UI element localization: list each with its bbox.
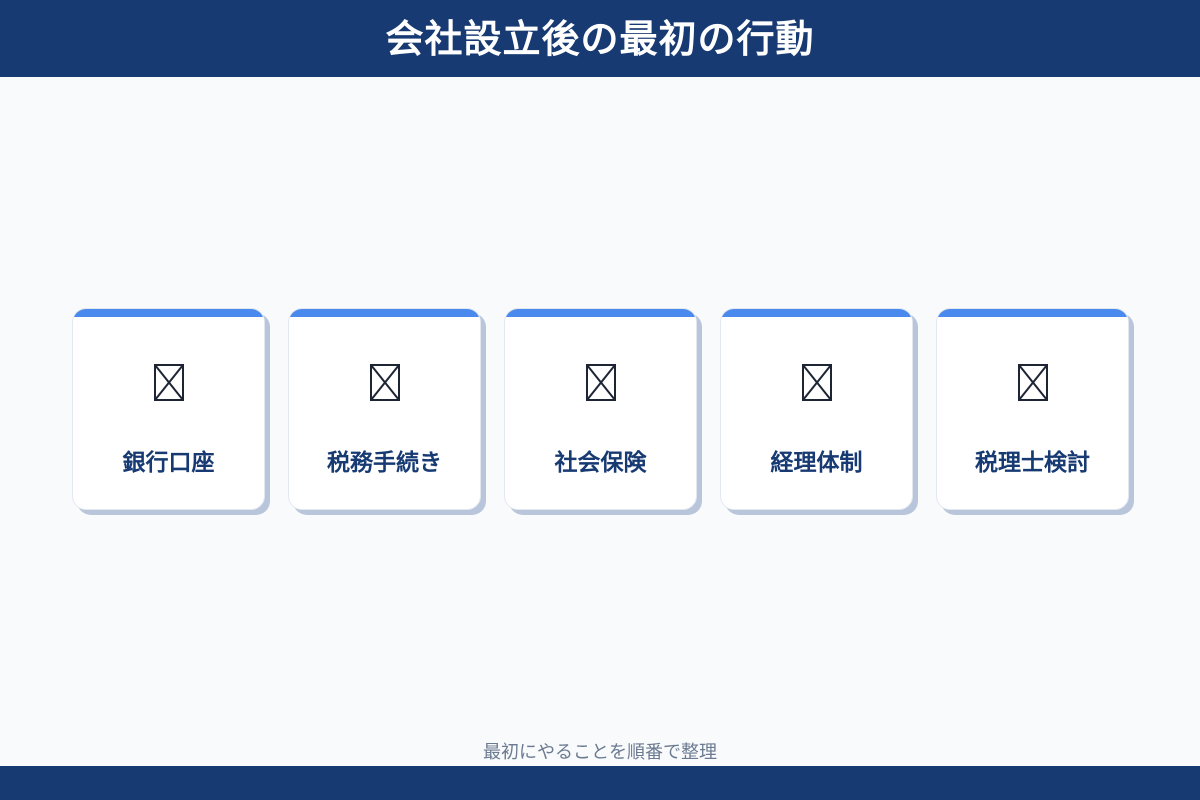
missing-glyph-icon [801,364,832,401]
card-tax-procedures: 税務手続き [288,308,481,510]
missing-glyph-icon [369,364,400,401]
card-accent-bar [721,309,912,317]
missing-glyph-icon [585,364,616,401]
card-label: 経理体制 [770,450,863,476]
card-accent-bar [505,309,696,317]
card-label: 税理士検討 [975,450,1090,476]
card-tax-accountant: 税理士検討 [936,308,1129,510]
card-accent-bar [73,309,264,317]
card-bank-account: 銀行口座 [72,308,265,510]
card-accent-bar [937,309,1128,317]
footer-bar [0,766,1200,800]
footer-caption: 最初にやることを順番で整理 [483,742,717,763]
missing-glyph-icon [1017,364,1048,401]
page-title: 会社設立後の最初の行動 [385,16,815,61]
card-social-insurance: 社会保険 [504,308,697,510]
card-accent-bar [289,309,480,317]
header-bar: 会社設立後の最初の行動 [0,0,1200,77]
card-label: 社会保険 [554,450,647,476]
card-accounting-system: 経理体制 [720,308,913,510]
card-label: 税務手続き [327,450,442,476]
card-row: 銀行口座 税務手続き 社会保険 [72,308,1134,518]
card-label: 銀行口座 [122,450,215,476]
missing-glyph-icon [153,364,184,401]
